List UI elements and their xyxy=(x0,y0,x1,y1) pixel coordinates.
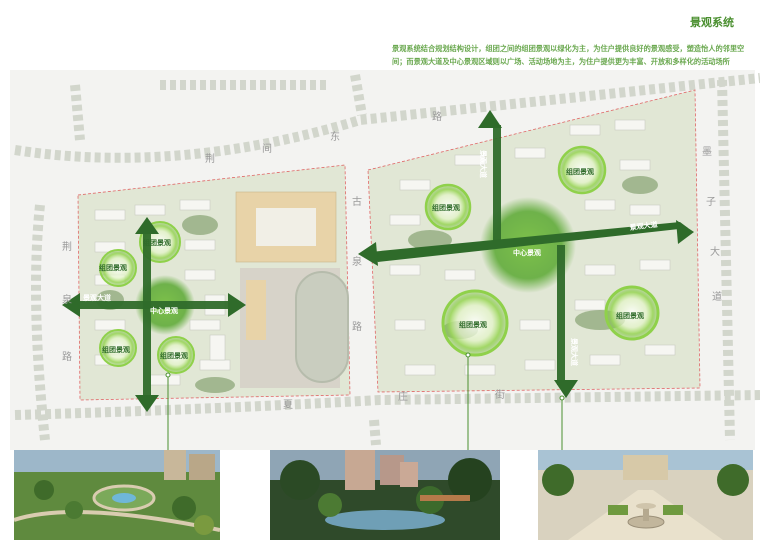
landscape-avenue-arrows-west xyxy=(62,217,246,412)
avenue-label-north: 景观大道 xyxy=(479,149,488,178)
road-north-char-1: 荆 xyxy=(205,152,215,165)
road-east-char-1: 墨 xyxy=(702,146,712,158)
callout-dot-3 xyxy=(559,395,565,401)
callout-lines xyxy=(167,355,563,450)
photo-aerial-garden xyxy=(14,450,220,540)
group-landscape-rings xyxy=(99,145,660,374)
road-middle-char-1: 古 xyxy=(352,195,362,208)
road-north-char-3: 东 xyxy=(330,130,340,143)
group-label-1: 组团景观 xyxy=(143,238,171,247)
road-north-char-4: 路 xyxy=(432,110,442,123)
road-west-char-3: 路 xyxy=(62,350,72,363)
group-label-8: 组团景观 xyxy=(616,311,644,320)
avenue-label-east: 景观大道 xyxy=(628,220,658,232)
group-label-7: 组团景观 xyxy=(459,320,487,329)
callout-dot-1 xyxy=(165,372,171,378)
page-description: 景观系统结合规划结构设计，组团之间的组团景观以绿化为主，为住户提供良好的景观感受… xyxy=(392,44,745,66)
group-label-3: 组团景观 xyxy=(102,345,130,354)
east-residential-blocks xyxy=(389,119,676,376)
road-south-char-1: 夏 xyxy=(283,399,293,411)
landscape-avenue-arrows-east xyxy=(358,110,694,398)
road-west-char-2: 泉 xyxy=(62,293,72,306)
callout-dot-2 xyxy=(465,352,471,358)
road-south-char-2: 庄 xyxy=(398,390,408,403)
center-label-east: 中心景观 xyxy=(513,248,541,257)
avenue-label-west: 景观大道 xyxy=(82,293,111,302)
avenue-label-south: 景观大道 xyxy=(570,337,579,366)
group-label-6: 组团景观 xyxy=(566,167,594,176)
center-label-west: 中心景观 xyxy=(150,306,178,315)
road-north-char-2: 间 xyxy=(262,142,272,155)
road-south-char-3: 街 xyxy=(495,388,505,401)
photo-fountain-plaza xyxy=(538,450,753,540)
road-east-char-3: 大 xyxy=(710,245,720,258)
road-tree-lines xyxy=(14,73,760,446)
group-label-4: 组团景观 xyxy=(160,351,188,360)
sports-track xyxy=(295,271,349,383)
road-west-char-1: 荆 xyxy=(62,240,72,253)
photo-water-garden xyxy=(270,450,500,540)
road-east-char-4: 道 xyxy=(712,290,722,303)
road-middle-char-3: 路 xyxy=(352,320,362,333)
road-east-char-2: 子 xyxy=(706,196,716,208)
road-middle-char-2: 泉 xyxy=(352,255,362,268)
group-label-5: 组团景观 xyxy=(432,203,460,212)
page-title: 景观系统 xyxy=(690,16,734,29)
group-label-2: 组团景观 xyxy=(99,263,127,272)
